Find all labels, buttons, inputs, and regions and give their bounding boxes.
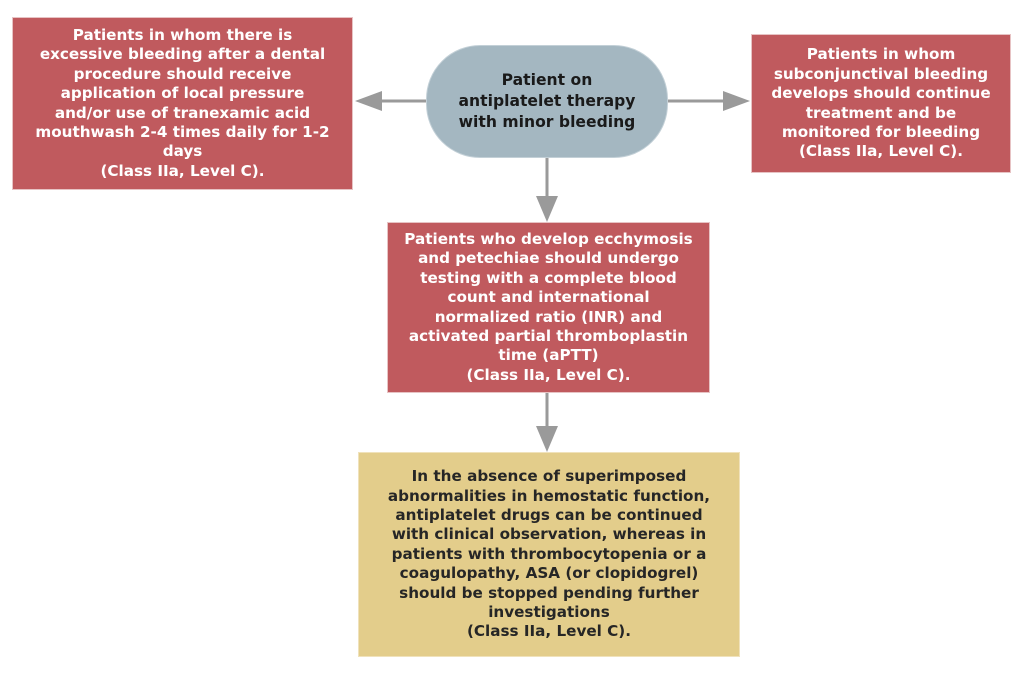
node-patient-on-antiplatelet-therapy[interactable]: Patient on antiplatelet therapy with min… xyxy=(426,45,668,158)
node-ecchymosis-petechiae-testing[interactable]: Patients who develop ecchymosis and pete… xyxy=(387,222,710,393)
node-subconjunctival-bleeding[interactable]: Patients in whom subconjunctival bleedin… xyxy=(751,34,1011,173)
node-absence-of-superimposed-abnormalities[interactable]: In the absence of superimposed abnormali… xyxy=(358,452,740,657)
node-dental-procedure-bleeding[interactable]: Patients in whom there is excessive blee… xyxy=(12,17,353,190)
edge-center-to-middle xyxy=(536,158,558,222)
edge-middle-to-bottom xyxy=(536,393,558,452)
edge-center-to-right xyxy=(668,91,750,111)
edge-center-to-left xyxy=(355,91,426,111)
